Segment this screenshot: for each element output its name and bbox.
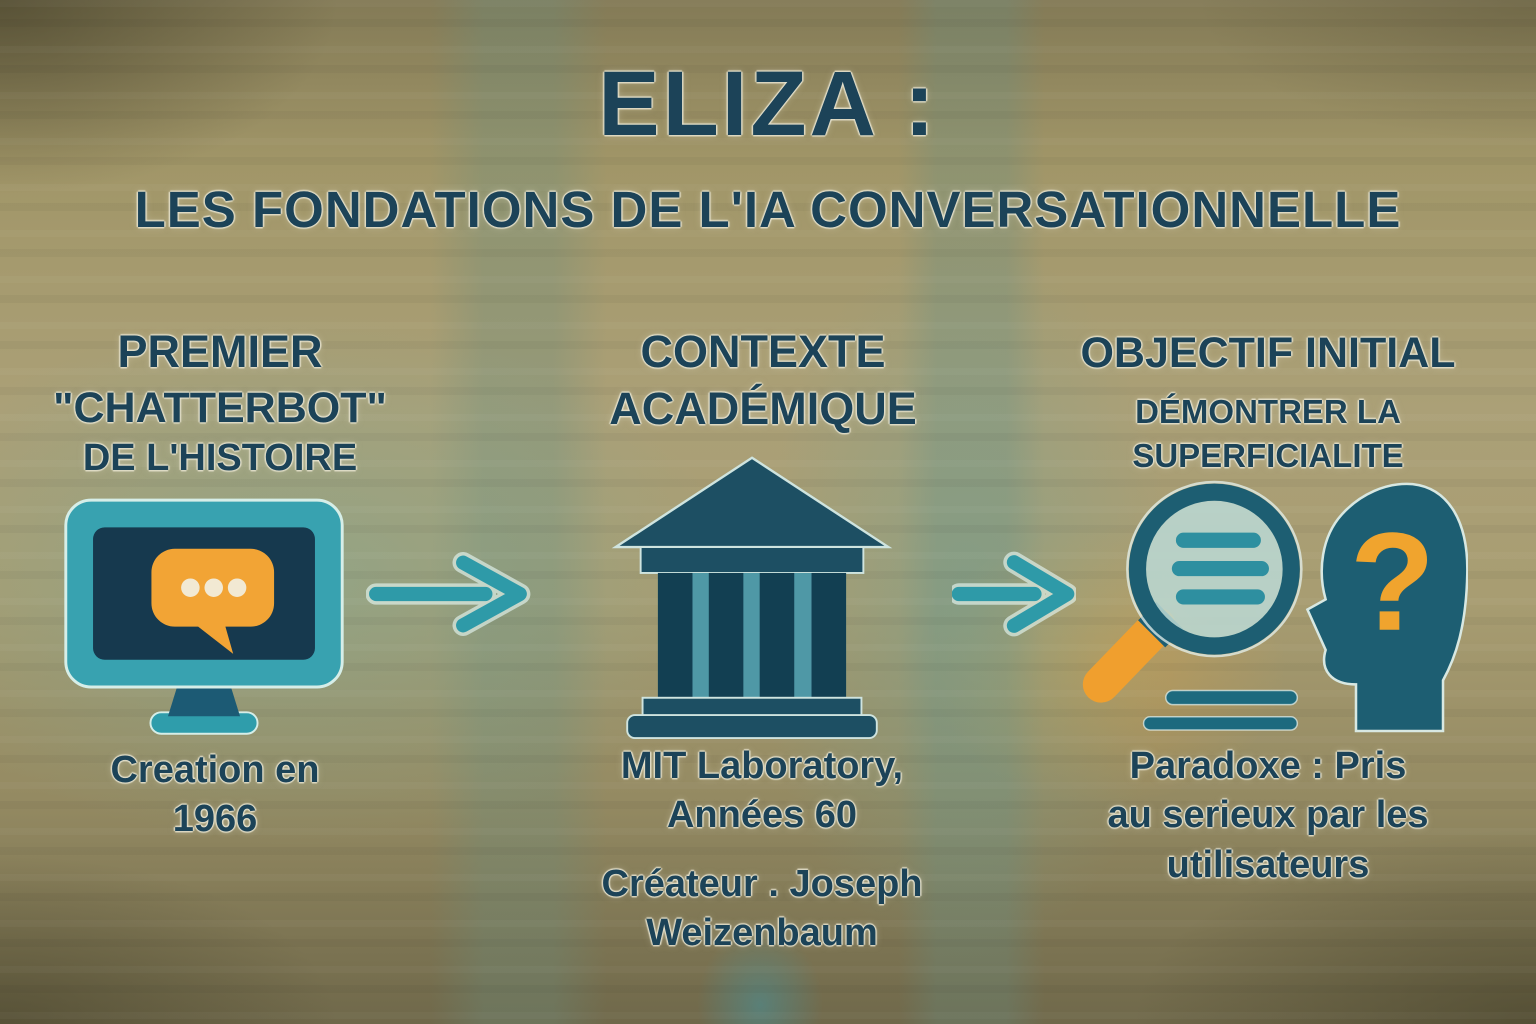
caption-line: Creation en [110, 749, 320, 791]
document-line [1142, 716, 1299, 731]
document-line [1165, 689, 1299, 706]
building-step [626, 714, 878, 740]
heading-line: DE L'HISTOIRE [82, 436, 358, 479]
column2-caption: MIT Laboratory, Années 60 [542, 742, 982, 841]
column1-caption: Creation en 1966 [0, 746, 435, 845]
arrow-right-icon [952, 551, 1076, 637]
heading-line: PREMIER [117, 326, 323, 377]
column2-heading: CONTEXTE ACADÉMIQUE [548, 324, 978, 437]
column2-caption-creator: Créateur . Joseph Weizenbaum [542, 860, 982, 959]
chat-dot [227, 578, 247, 597]
magnifier-text-icon [1082, 480, 1303, 731]
magnifier-handle [1082, 607, 1176, 703]
caption-line: Années 60 [666, 794, 858, 837]
lens-text-line [1175, 532, 1261, 548]
chat-dot [181, 578, 200, 597]
head-question-icon: ? [1305, 482, 1468, 733]
subheading-line: SUPERFICIALITE [1132, 436, 1404, 474]
column3-subheading: DÉMONTRER LA SUPERFICIALITE [1038, 390, 1498, 477]
caption-line: Créateur . Joseph [601, 863, 923, 905]
academic-building-icon [611, 456, 893, 740]
caption-line: au serieux par les [1107, 794, 1429, 837]
heading-line: OBJECTIF INITIAL [1080, 329, 1456, 377]
page-subtitle: LES FONDATIONS DE L'IA CONVERSATIONNELLE [134, 181, 1402, 238]
caption-line: utilisateurs [1166, 843, 1370, 886]
column1-heading: PREMIER "CHATTERBOT" DE L'HISTOIRE [5, 324, 435, 483]
analysis-icons: ? [1082, 480, 1468, 733]
arrow-right-icon [366, 552, 531, 636]
question-mark: ? [1350, 504, 1435, 660]
building-column [657, 572, 693, 698]
caption-line: MIT Laboratory, [620, 745, 904, 787]
building-pediment [611, 456, 893, 549]
column3-heading: OBJECTIF INITIAL DÉMONTRER LA SUPERFICIA… [1038, 326, 1498, 477]
column3-caption: Paradoxe : Pris au serieux par les utili… [1048, 742, 1488, 890]
chat-bubble-icon [151, 548, 275, 654]
building-column [759, 572, 795, 698]
chat-dot [204, 578, 223, 597]
building-entablature [639, 546, 865, 574]
heading-line: "CHATTERBOT" [53, 383, 387, 432]
lens-text-line [1171, 560, 1269, 577]
heading-line: CONTEXTE [640, 326, 886, 377]
building-step [641, 696, 863, 718]
subheading-line: DÉMONTRER LA [1135, 393, 1401, 431]
building-column [708, 572, 744, 698]
caption-line: Paradoxe : Pris [1129, 745, 1407, 787]
caption-line: 1966 [172, 798, 258, 841]
lens-text-line [1175, 589, 1265, 605]
head-silhouette [1305, 482, 1468, 733]
magnifier-outline [1126, 480, 1303, 658]
heading-line: ACADÉMIQUE [609, 382, 917, 434]
caption-line: Weizenbaum [646, 912, 878, 955]
building-column [811, 572, 847, 698]
computer-chat-icon [64, 498, 344, 735]
page-title: ELIZA : [598, 53, 938, 155]
